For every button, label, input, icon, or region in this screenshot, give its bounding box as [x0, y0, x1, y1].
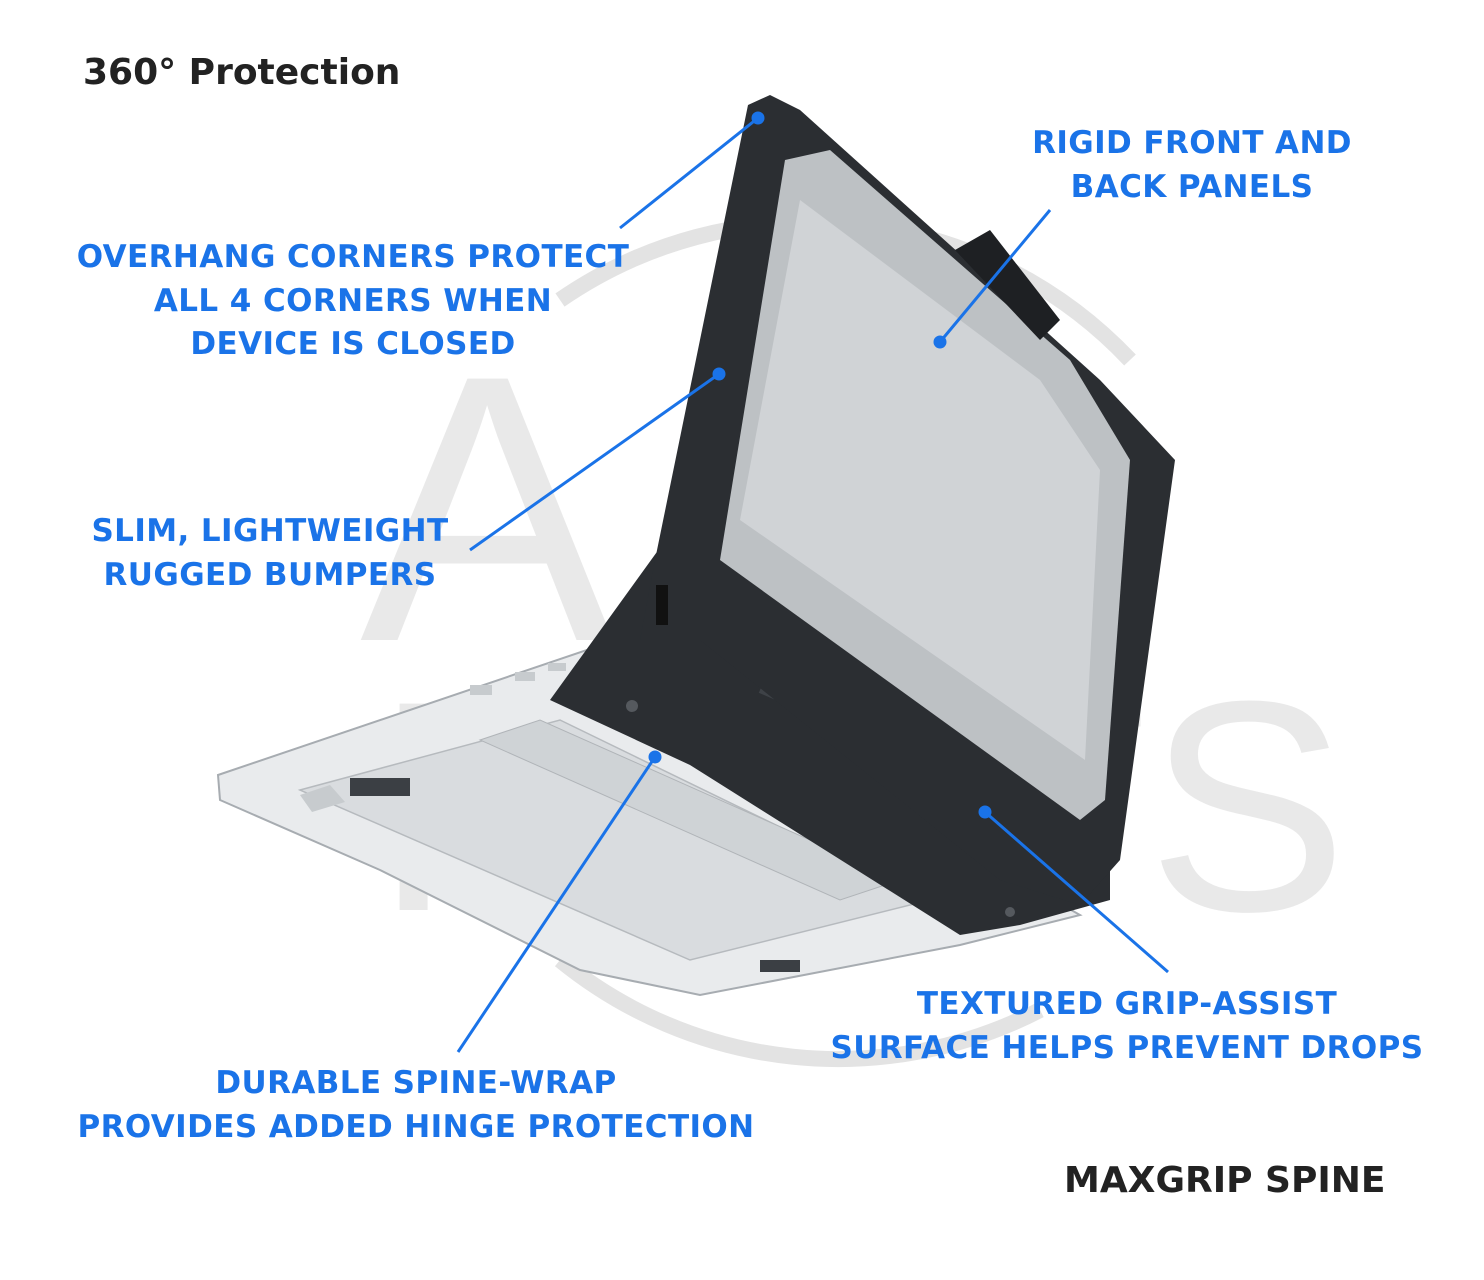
callout-line: ALL 4 CORNERS WHEN: [153, 282, 553, 319]
callout-line: DURABLE SPINE-WRAP: [215, 1065, 617, 1101]
callout-line: PROVIDES ADDED HINGE PROTECTION: [77, 1108, 755, 1145]
callout-line: DEVICE IS CLOSED: [190, 326, 516, 362]
callout-line: OVERHANG CORNERS PROTECT: [76, 239, 630, 275]
callout-spine-wrap: DURABLE SPINE-WRAP PROVIDES ADDED HINGE …: [48, 1062, 784, 1149]
page-heading: 360° Protection: [83, 52, 401, 93]
callout-line: TEXTURED GRIP-ASSIST: [916, 986, 1338, 1022]
callout-line: SURFACE HELPS PREVENT DROPS: [830, 1029, 1424, 1066]
callout-overhang-corners: OVERHANG CORNERS PROTECT ALL 4 CORNERS W…: [50, 236, 656, 367]
callout-rigid-panels: RIGID FRONT AND BACK PANELS: [1012, 122, 1372, 209]
callout-line: RIGID FRONT AND: [1032, 125, 1352, 161]
callout-textured-grip: TEXTURED GRIP-ASSIST SURFACE HELPS PREVE…: [806, 983, 1448, 1070]
callout-slim-bumpers: SLIM, LIGHTWEIGHT RUGGED BUMPERS: [80, 510, 460, 597]
svg-text:A: A: [360, 296, 615, 721]
callout-line: BACK PANELS: [1070, 168, 1314, 205]
case-lid: [640, 95, 1175, 905]
product-label: MAXGRIP SPINE: [1064, 1160, 1386, 1201]
case-base: [216, 630, 1083, 997]
callout-line: RUGGED BUMPERS: [103, 556, 437, 593]
leader-lines: [456, 111, 1169, 1053]
callout-line: SLIM, LIGHTWEIGHT: [91, 513, 449, 549]
